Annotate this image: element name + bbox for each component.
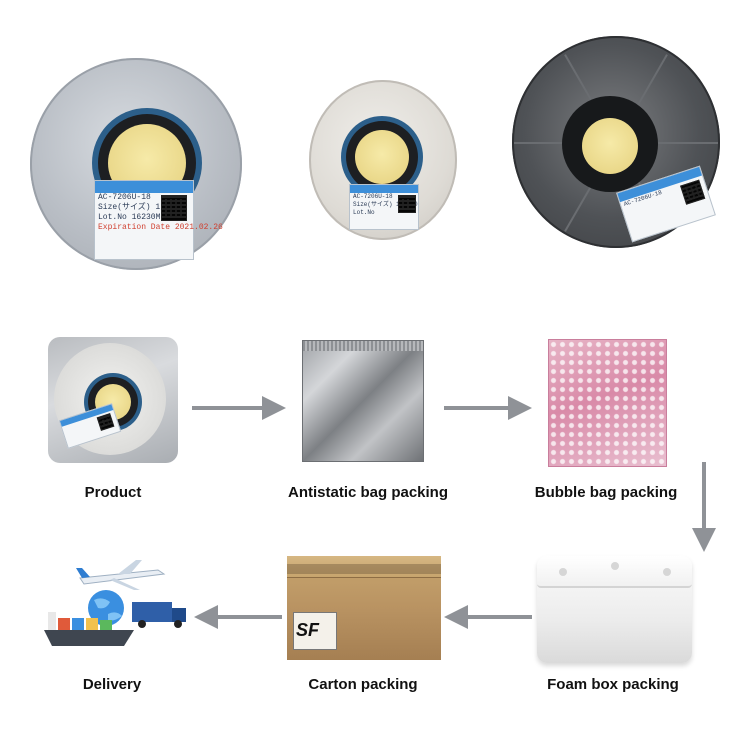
arrow-left-head bbox=[194, 605, 218, 629]
reel-hub bbox=[582, 118, 638, 174]
reel-large-photo: AC-7206U-18 Size(サイズ) 1.5*50 Lot.No 1623… bbox=[30, 58, 242, 270]
reel-label-line: Lot.No bbox=[353, 209, 375, 216]
ship-icon bbox=[44, 612, 134, 646]
step-label-antistatic: Antistatic bag packing bbox=[287, 484, 449, 501]
reel-hub bbox=[355, 130, 409, 184]
carton-shipping-sticker: SF bbox=[293, 612, 337, 650]
step-label-delivery: Delivery bbox=[82, 676, 142, 693]
foam-box-photo bbox=[537, 556, 692, 663]
reel-label: AC-7206U-18 Size(サイズ) 1.5*50 Lot.No bbox=[349, 184, 419, 230]
arrow-down-head bbox=[692, 528, 716, 552]
bag-seal bbox=[303, 341, 423, 351]
delivery-illustration bbox=[40, 556, 190, 656]
step-label-bubble: Bubble bag packing bbox=[534, 484, 678, 501]
step-label-product: Product bbox=[84, 484, 142, 501]
foam-box-knob bbox=[611, 562, 619, 570]
carton-tape bbox=[287, 564, 441, 574]
step-label-carton: Carton packing bbox=[308, 676, 418, 693]
qr-code-icon bbox=[96, 413, 115, 431]
reel-dark-photo: AC-7206U-18 bbox=[512, 36, 720, 248]
bubble-bag-photo bbox=[548, 339, 667, 467]
arrow-right-head bbox=[262, 396, 286, 420]
arrow-left bbox=[216, 615, 282, 619]
reel-small-photo: AC-7206U-18 Size(サイズ) 1.5*50 Lot.No bbox=[309, 80, 457, 240]
reel-label-line: AC-7206U-18 bbox=[98, 193, 151, 202]
reel-label-expiration: Expiration Date 2021.02.26 bbox=[98, 223, 223, 232]
arrow-left-head bbox=[444, 605, 468, 629]
qr-code-icon bbox=[398, 195, 416, 213]
delivery-icon bbox=[44, 560, 186, 646]
step-label-foam: Foam box packing bbox=[547, 676, 679, 693]
sf-express-logo: SF bbox=[296, 620, 320, 640]
arrow-right bbox=[192, 406, 264, 410]
arrow-right bbox=[444, 406, 510, 410]
product-photo bbox=[48, 337, 178, 463]
foam-box-knob bbox=[663, 568, 671, 576]
carton-top bbox=[287, 556, 441, 578]
reel-label: AC-7206U-18 Size(サイズ) 1.5*50 Lot.No 1623… bbox=[94, 180, 223, 260]
arrow-left bbox=[466, 615, 532, 619]
reel-spoke bbox=[616, 142, 718, 144]
globe-icon bbox=[88, 590, 124, 626]
reel-label-line: Lot.No 16230M A126 bbox=[98, 213, 185, 222]
reel-label-line: Size(サイズ) 1.5*50 bbox=[98, 203, 185, 212]
arrow-down bbox=[702, 462, 706, 530]
reel-label-line: Size(サイズ) 1.5*50 bbox=[353, 201, 418, 208]
arrow-right-head bbox=[508, 396, 532, 420]
carton-box-photo: SF bbox=[287, 556, 441, 660]
foam-box-knob bbox=[559, 568, 567, 576]
airplane-icon bbox=[76, 560, 166, 590]
qr-code-icon bbox=[161, 195, 187, 221]
reel-label-line: AC-7206U-18 bbox=[353, 193, 393, 200]
antistatic-bag-photo bbox=[302, 340, 424, 462]
truck-icon bbox=[132, 602, 186, 628]
